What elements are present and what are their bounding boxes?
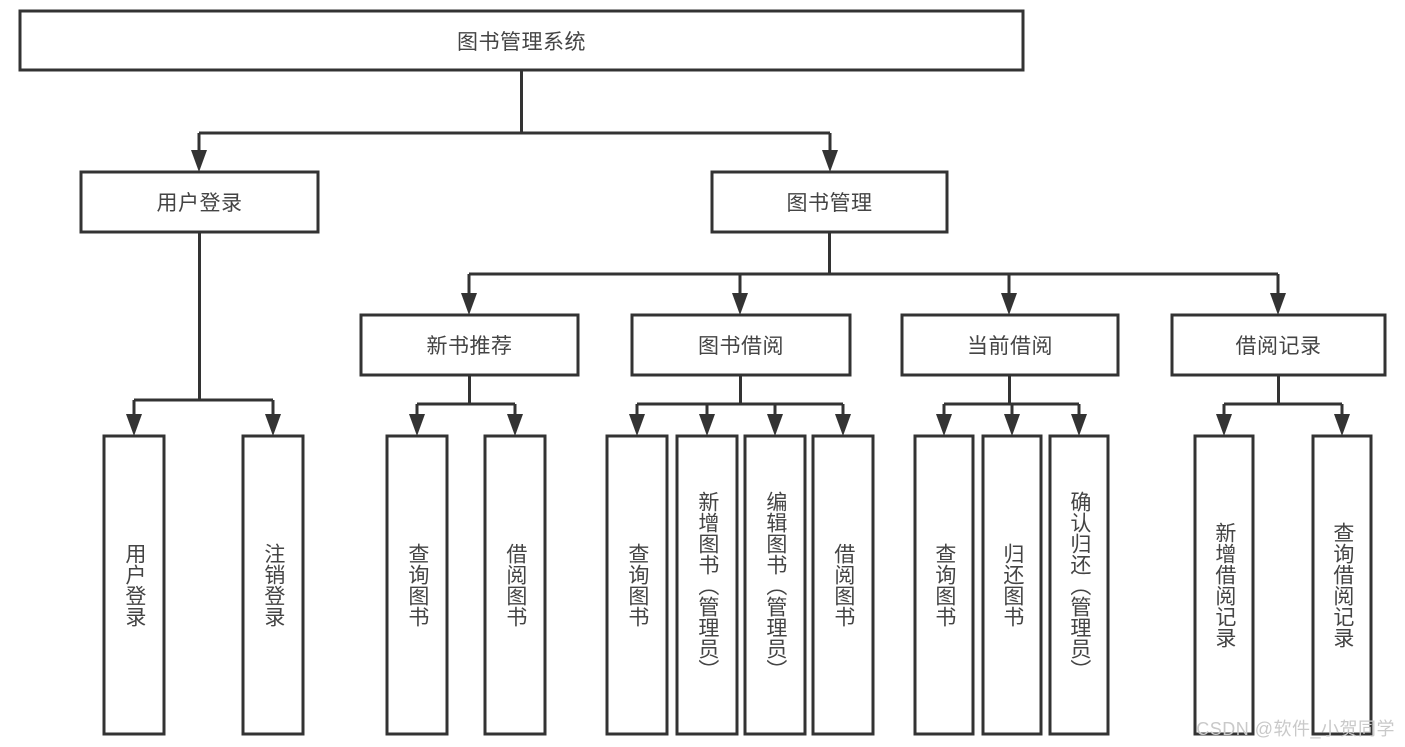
node-box-leaf-borrow-book[interactable] bbox=[811, 434, 875, 736]
arrow-head-book-management bbox=[822, 150, 838, 172]
csdn-watermark: CSDN @软件_小贺同学 bbox=[1196, 719, 1395, 739]
arrow-head-leaf-query-book-borrow bbox=[629, 414, 645, 436]
arrow-head-user-login bbox=[191, 150, 207, 172]
node-box-leaf-add-book-admin[interactable] bbox=[675, 434, 739, 736]
arrow-head-borrow-record bbox=[1270, 293, 1286, 315]
arrow-head-new-book-recommend bbox=[461, 293, 477, 315]
arrow-head-leaf-user-login bbox=[126, 414, 142, 436]
node-box-leaf-query-book-borrow[interactable] bbox=[605, 434, 669, 736]
node-box-leaf-add-borrow-record[interactable] bbox=[1193, 434, 1255, 736]
node-box-leaf-user-logout[interactable] bbox=[241, 434, 305, 736]
arrow-head-leaf-query-book-recommend bbox=[409, 414, 425, 436]
connectors-layer bbox=[126, 70, 1350, 436]
node-box-leaf-query-book-current[interactable] bbox=[913, 434, 975, 736]
node-box-root[interactable] bbox=[18, 9, 1025, 72]
arrow-head-leaf-add-book-admin bbox=[699, 414, 715, 436]
node-box-leaf-query-book-recommend[interactable] bbox=[385, 434, 449, 736]
node-box-leaf-borrow-book-recommend[interactable] bbox=[483, 434, 547, 736]
arrow-head-current-borrow bbox=[1001, 293, 1017, 315]
arrow-head-leaf-borrow-book bbox=[835, 414, 851, 436]
node-box-new-book-recommend[interactable] bbox=[359, 313, 580, 377]
node-box-leaf-return-book[interactable] bbox=[981, 434, 1043, 736]
node-box-book-borrow[interactable] bbox=[630, 313, 852, 377]
arrow-head-leaf-add-borrow-record bbox=[1216, 414, 1232, 436]
arrow-head-leaf-edit-book-admin bbox=[767, 414, 783, 436]
arrow-head-leaf-query-book-current bbox=[936, 414, 952, 436]
arrow-head-book-borrow bbox=[732, 293, 748, 315]
node-box-user-login[interactable] bbox=[79, 170, 320, 234]
arrow-head-leaf-borrow-book-recommend bbox=[507, 414, 523, 436]
arrow-head-leaf-confirm-return-admin bbox=[1071, 414, 1087, 436]
arrow-head-leaf-return-book bbox=[1004, 414, 1020, 436]
node-box-leaf-query-borrow-record[interactable] bbox=[1311, 434, 1373, 736]
node-box-leaf-edit-book-admin[interactable] bbox=[743, 434, 807, 736]
node-box-borrow-record[interactable] bbox=[1170, 313, 1387, 377]
node-box-book-management[interactable] bbox=[710, 170, 949, 234]
node-box-current-borrow[interactable] bbox=[900, 313, 1120, 377]
arrow-head-leaf-query-borrow-record bbox=[1334, 414, 1350, 436]
node-box-leaf-user-login[interactable] bbox=[102, 434, 166, 736]
arrow-head-leaf-user-logout bbox=[265, 414, 281, 436]
node-box-leaf-confirm-return-admin[interactable] bbox=[1048, 434, 1110, 736]
boxes-layer bbox=[18, 9, 1387, 736]
